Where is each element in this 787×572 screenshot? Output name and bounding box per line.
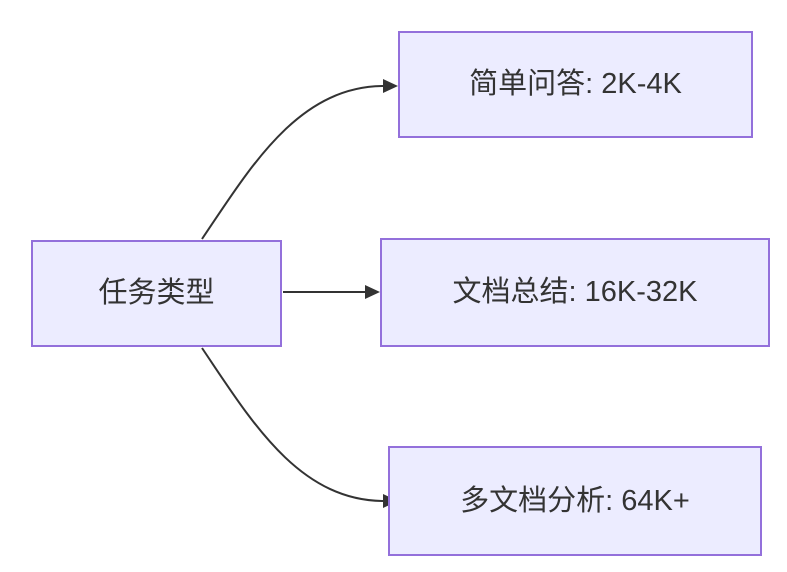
arrowhead-icon xyxy=(365,285,380,299)
node-doc-summary: 文档总结: 16K-32K xyxy=(380,238,770,347)
node-simple-qa: 简单问答: 2K-4K xyxy=(398,31,753,138)
node-doc-summary-label: 文档总结: 16K-32K xyxy=(452,276,698,309)
node-task-type: 任务类型 xyxy=(31,240,282,347)
node-multi-doc-label: 多文档分析: 64K+ xyxy=(460,484,690,517)
node-task-type-label: 任务类型 xyxy=(98,277,215,310)
arrowhead-icon xyxy=(383,79,398,93)
edge-tasktype-to-simpleqa xyxy=(201,79,398,240)
node-simple-qa-label: 简单问答: 2K-4K xyxy=(469,68,682,101)
node-multi-doc: 多文档分析: 64K+ xyxy=(388,446,762,556)
edge-tasktype-to-docsummary xyxy=(283,285,380,299)
edge-tasktype-to-multidoc xyxy=(201,347,398,508)
